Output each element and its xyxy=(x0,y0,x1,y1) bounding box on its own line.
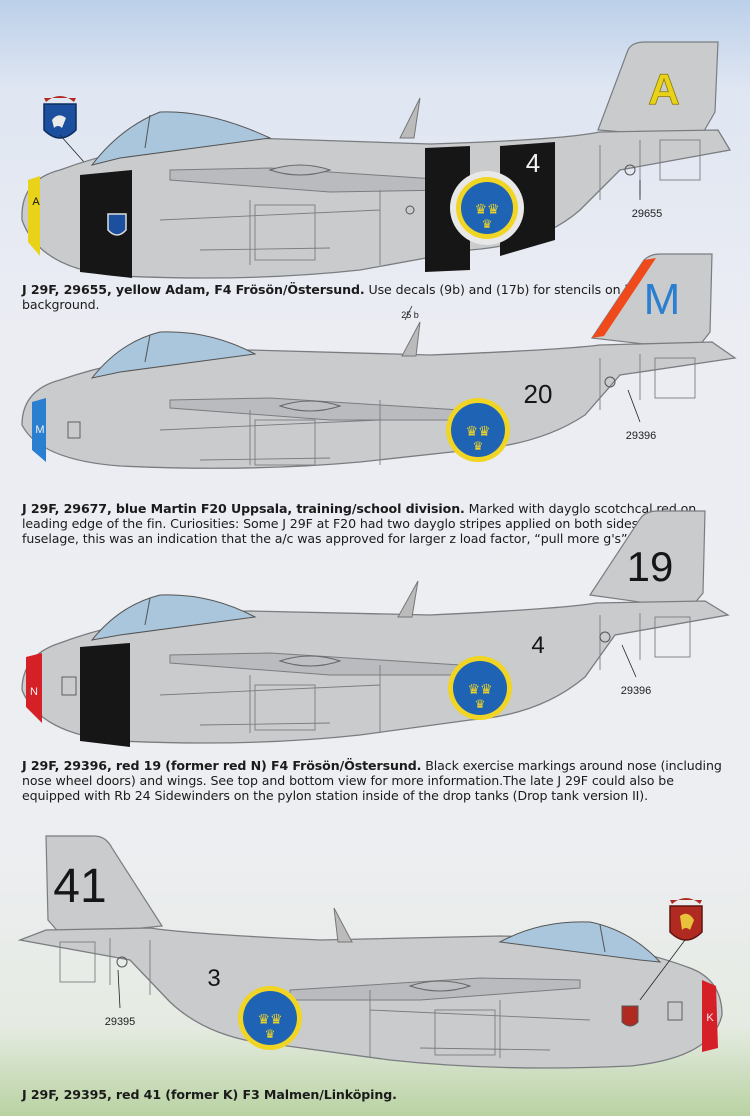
profile-29655: ♛♛ ♛ A A 4 29655 xyxy=(0,20,750,280)
swedish-roundel-icon: ♛♛ ♛ xyxy=(448,656,512,720)
svg-text:♛: ♛ xyxy=(265,1027,276,1041)
caption-29395: J 29F, 29395, red 41 (former K) F3 Malme… xyxy=(22,1087,722,1102)
swedish-roundel-icon: ♛♛ ♛ xyxy=(450,171,524,245)
fuselage-number: 4 xyxy=(526,148,540,178)
tail-code: A xyxy=(648,65,680,114)
profile-29677: 25 b ♛♛ ♛ M M 20 29396 xyxy=(0,250,750,480)
tail-code: 19 xyxy=(627,543,674,590)
svg-text:♛: ♛ xyxy=(473,439,484,453)
nose-badge-icon xyxy=(621,1005,639,1027)
caption-title: J 29F, 29396, red 19 (former red N) F4 F… xyxy=(22,758,422,773)
tail-code: M xyxy=(644,275,681,324)
caption-title: J 29F, 29655, yellow Adam, F4 Frösön/Öst… xyxy=(22,282,365,297)
decal-callout: 25 b xyxy=(401,310,419,320)
svg-text:♛: ♛ xyxy=(475,697,486,711)
f4-squadron-badge-icon xyxy=(43,96,77,139)
nose-letter: M xyxy=(35,424,44,436)
swedish-roundel-icon: ♛♛ ♛ xyxy=(446,398,510,462)
tail-code: 41 xyxy=(53,860,106,913)
svg-text:♛♛: ♛♛ xyxy=(465,424,490,440)
caption-29677: J 29F, 29677, blue Martin F20 Uppsala, t… xyxy=(22,501,722,546)
serial-label: 29655 xyxy=(632,208,663,220)
profile-29395: ♛♛ ♛ K 41 3 29395 xyxy=(0,830,750,1080)
caption-text: Marked with dayglo scotchcal red on lead… xyxy=(22,501,697,546)
nose-letter: A xyxy=(32,196,40,208)
nose-badge-icon xyxy=(107,213,127,236)
caption-text: Use decals (9b) and (17b) for stencils o… xyxy=(22,282,658,312)
f3-squadron-badge-icon xyxy=(669,898,703,941)
svg-text:♛: ♛ xyxy=(482,217,493,231)
serial-label: 29396 xyxy=(621,685,652,697)
svg-text:♛♛: ♛♛ xyxy=(467,682,492,698)
fuselage-number: 3 xyxy=(207,965,220,992)
nose-letter: K xyxy=(706,1012,714,1024)
serial-label: 29396 xyxy=(626,430,657,442)
caption-text: Black exercise markings around nose (inc… xyxy=(22,758,722,803)
serial-label: 29395 xyxy=(105,1016,136,1028)
profile-29396: ♛♛ ♛ N 19 4 29396 xyxy=(0,505,750,755)
svg-text:♛♛: ♛♛ xyxy=(474,202,499,218)
fuselage-number: 20 xyxy=(524,379,553,409)
swedish-roundel-icon: ♛♛ ♛ xyxy=(238,986,302,1050)
caption-title: J 29F, 29677, blue Martin F20 Uppsala, t… xyxy=(22,501,465,516)
nose-letter: N xyxy=(30,686,38,698)
caption-29655: J 29F, 29655, yellow Adam, F4 Frösön/Öst… xyxy=(22,282,722,312)
caption-29396: J 29F, 29396, red 19 (former red N) F4 F… xyxy=(22,758,722,803)
svg-text:♛♛: ♛♛ xyxy=(257,1012,282,1028)
caption-title: J 29F, 29395, red 41 (former K) F3 Malme… xyxy=(22,1087,397,1102)
fuselage-number: 4 xyxy=(531,632,544,659)
